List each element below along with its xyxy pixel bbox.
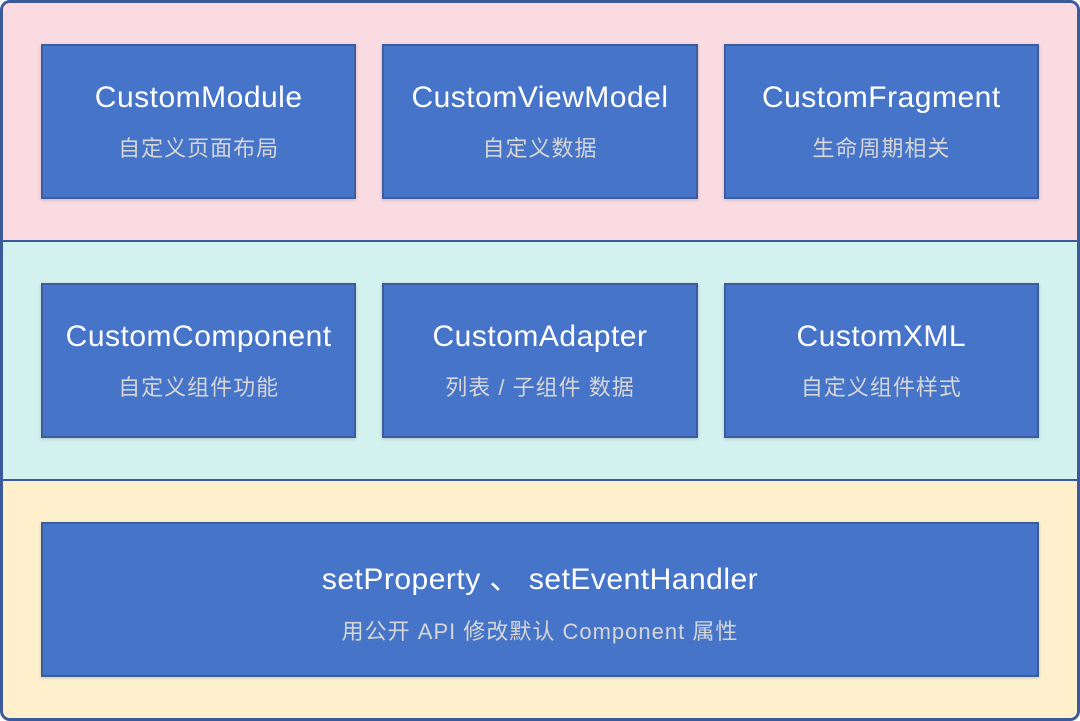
box-customxml: CustomXML 自定义组件样式 <box>723 283 1039 438</box>
box-customadapter: CustomAdapter 列表 / 子组件 数据 <box>382 283 698 438</box>
layer-band-module: CustomModule 自定义页面布局 CustomViewModel 自定义… <box>3 3 1077 240</box>
box-title: CustomModule <box>94 80 303 114</box>
box-title: CustomFragment <box>761 80 1001 114</box>
box-subtitle: 生命周期相关 <box>812 135 951 161</box>
box-customfragment: CustomFragment 生命周期相关 <box>723 44 1039 199</box>
box-subtitle: 自定义组件功能 <box>118 374 280 400</box>
box-title: CustomAdapter <box>432 319 648 353</box>
box-customcomponent: CustomComponent 自定义组件功能 <box>41 283 357 438</box>
box-title: CustomXML <box>796 319 967 353</box>
box-custommodule: CustomModule 自定义页面布局 <box>41 44 357 199</box>
box-title: setProperty 、 setEventHandler <box>321 562 759 596</box>
box-subtitle: 自定义页面布局 <box>118 135 280 161</box>
box-subtitle: 列表 / 子组件 数据 <box>445 374 635 400</box>
layer-band-component: CustomComponent 自定义组件功能 CustomAdapter 列表… <box>3 240 1077 479</box>
box-customviewmodel: CustomViewModel 自定义数据 <box>382 44 698 199</box>
box-setproperty-seteventhandler: setProperty 、 setEventHandler 用公开 API 修改… <box>41 522 1039 677</box>
box-subtitle: 自定义数据 <box>482 135 598 161</box>
box-title: CustomComponent <box>65 319 332 353</box>
layer-band-api: setProperty 、 setEventHandler 用公开 API 修改… <box>3 479 1077 718</box>
box-subtitle: 用公开 API 修改默认 Component 属性 <box>341 618 739 644</box>
box-subtitle: 自定义组件样式 <box>800 374 962 400</box>
box-title: CustomViewModel <box>411 80 669 114</box>
